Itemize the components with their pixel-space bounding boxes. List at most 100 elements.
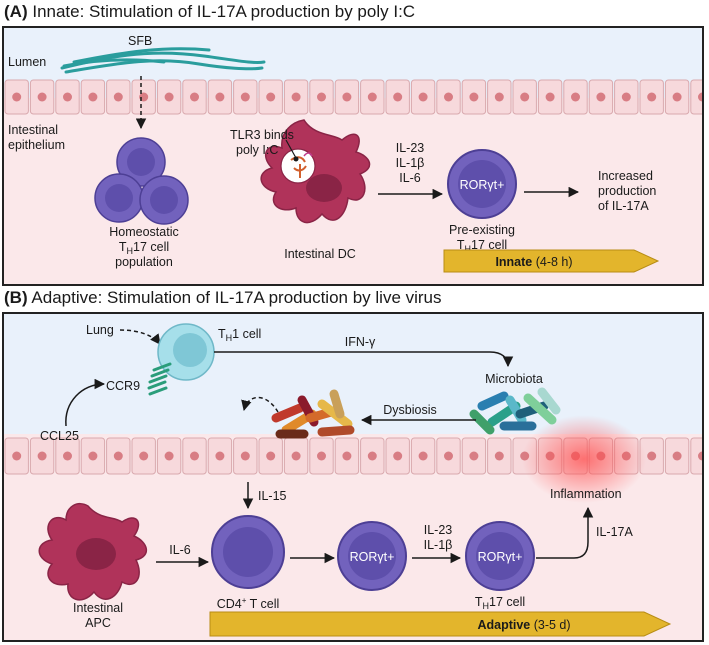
roryt-label-b1: RORγt+ [350,550,395,564]
epithelial-nucleus [571,92,580,102]
il17a-arrow [536,506,594,559]
homeostatic-th17-cells [94,137,189,225]
panel-a-title: (A) Innate: Stimulation of IL-17A produc… [4,2,415,22]
epithelial-nucleus [520,92,530,102]
epithelial-nucleus [12,92,22,102]
epithelial-nucleus [291,92,301,102]
epithelial-nucleus [494,451,504,461]
homeostatic-label-3: population [115,255,173,269]
homeostatic-label-2: TH17 cell [119,240,169,256]
il17a-label: IL-17A [596,525,633,539]
cytokine-il23-b: IL-23 [424,523,453,537]
th17-cell [465,521,535,591]
cytokine-il1b-a: IL-1β [396,156,425,170]
lumen-region-b [4,314,702,434]
increased-label-1: Increased [598,169,653,183]
ccl25-label: CCL25 [40,429,79,443]
panel-b-title: (B) Adaptive: Stimulation of IL-17A prod… [4,288,442,308]
epithelial-nucleus [215,92,225,102]
homeostatic-label-1: Homeostatic [109,225,178,239]
innate-timeline-label: Innate (4-8 h) [495,255,572,269]
epithelial-nucleus [698,451,702,461]
apc-label-2: APC [85,616,111,630]
epithelial-nucleus [469,451,479,461]
ccl25-arrow [65,378,106,427]
epithelial-cell [690,79,702,115]
dc-label: Intestinal DC [284,247,356,261]
epithelial-nucleus [12,451,22,461]
increased-label-2: production [598,184,656,198]
panel-a: Lumen SFB Intestinal epithelium Homeosta… [2,26,704,286]
epithelial-nucleus [63,451,72,461]
epithelial-nucleus [113,451,123,461]
tlr3-label-1: TLR3 binds [230,128,294,142]
epithelial-nucleus [164,92,174,102]
epithelial-nucleus [393,92,403,102]
adaptive-timeline-label: Adaptive (3-5 d) [477,618,570,632]
epithelium-label-1: Intestinal [8,123,58,137]
epithelial-nucleus [469,92,479,102]
ccr9-label: CCR9 [106,379,140,393]
epithelial-nucleus [88,92,98,102]
ifn-arrow [214,351,514,368]
epithelial-nucleus [190,451,199,461]
cytokine-il1b-b: IL-1β [424,538,453,552]
increased-label-3: of IL-17A [598,199,649,213]
epithelial-nucleus [240,92,250,102]
epithelial-nucleus [317,92,326,102]
epithelial-nucleus [367,451,377,461]
epithelial-nucleus [367,92,377,102]
panel-b-title-text: Adaptive: Stimulation of IL-17A producti… [31,288,442,307]
dysbiotic-bacteria [271,389,355,439]
epithelial-nucleus [113,92,123,102]
epithelial-nucleus [164,451,174,461]
epithelial-nucleus [37,92,47,102]
lumen-label: Lumen [8,55,46,69]
epithelial-nucleus [672,92,682,102]
panel-b-diagram: Lung TH1 cell IFN-γ Microbiota CCR9 CCL2… [4,314,702,640]
th1-cell [147,323,215,396]
epithelial-nucleus [266,92,276,102]
panel-a-diagram: Lumen SFB Intestinal epithelium Homeosta… [4,28,702,284]
epithelial-nucleus [444,92,453,102]
epithelial-nucleus [545,92,555,102]
epithelial-nucleus [672,451,682,461]
adaptive-timeline-arrow [209,611,672,637]
roryt-label-a: RORγt+ [460,178,505,192]
roryt-label-b2: RORγt+ [478,550,523,564]
epithelial-nucleus [37,451,47,461]
roryt-cell-1 [337,521,407,591]
th17-label: TH17 cell [475,595,525,611]
panel-a-title-text: Innate: Stimulation of IL-17A production… [32,2,416,21]
inflammation-glow [522,415,646,503]
epithelial-nucleus [190,92,199,102]
cd4-label: CD4+ T cell [217,596,280,611]
dysbiosis-recirculation-arrow [241,396,279,413]
epithelium-layer [4,79,702,115]
epithelial-nucleus [342,451,352,461]
dysbiosis-label: Dysbiosis [383,403,437,417]
epithelial-nucleus [139,451,149,461]
epithelial-nucleus [444,451,453,461]
preexisting-label-1: Pre-existing [449,223,515,237]
preexisting-th17-cell [447,149,517,219]
epithelial-nucleus [240,451,250,461]
th1-label: TH1 cell [218,327,261,343]
epithelium-label-2: epithelium [8,138,65,152]
ifn-label: IFN-γ [345,335,376,349]
panel-b: Lung TH1 cell IFN-γ Microbiota CCR9 CCL2… [2,312,704,642]
intestinal-dc [260,119,371,224]
apc-label-1: Intestinal [73,601,123,615]
microbiota-label: Microbiota [485,372,543,386]
epithelial-nucleus [647,451,657,461]
epithelial-nucleus [266,451,276,461]
epithelial-nucleus [418,451,428,461]
epithelial-nucleus [596,92,606,102]
panel-b-label: (B) [4,288,28,307]
epithelial-nucleus [215,451,225,461]
intestinal-apc [38,502,147,601]
il15-label: IL-15 [258,489,287,503]
lung-label: Lung [86,323,114,337]
epithelial-nucleus [342,92,352,102]
epithelial-nucleus [698,92,702,102]
